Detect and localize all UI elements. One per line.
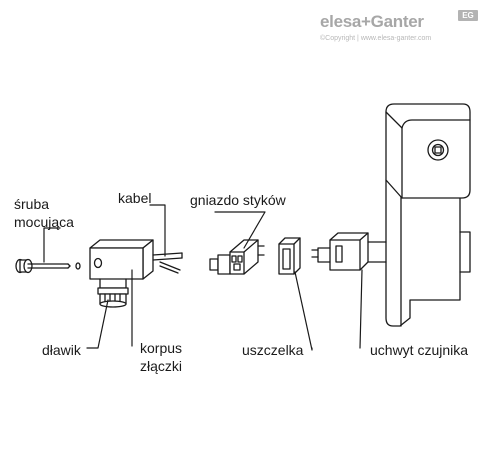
brand-name: elesa+Ganter (320, 12, 424, 31)
label-sruba-line1: śruba (14, 196, 50, 212)
brand-logo: elesa+Ganter EG ©Copyright | www.elesa-g… (320, 10, 480, 50)
label-uszczelka: uszczelka (242, 342, 304, 358)
leader-kabel (149, 204, 166, 257)
contact-socket (209, 239, 265, 275)
cable-gland (97, 278, 129, 308)
label-dlawik: dławik (42, 342, 81, 358)
label-korpus-line1: korpus (140, 340, 183, 356)
brand-badge: EG (458, 10, 478, 21)
leader-uchwyt (359, 269, 363, 349)
label-uchwyt: uchwyt czujnika (370, 342, 469, 358)
label-korpus-line2: złączki (140, 358, 183, 374)
leader-uszczelka (294, 271, 313, 351)
sensor-holder (311, 103, 471, 327)
brand-copyright: ©Copyright | www.elesa-ganter.com (320, 35, 432, 42)
leader-dlawik (86, 299, 109, 349)
leader-sruba (43, 227, 61, 263)
leader-gniazdo (214, 211, 266, 249)
seal-gasket (278, 237, 301, 275)
connector-body (89, 239, 183, 280)
leader-lines (43, 204, 363, 351)
label-sruba-line2: mocująca (14, 214, 74, 230)
screw-part (15, 258, 81, 274)
label-gniazdo: gniazdo styków (190, 192, 286, 208)
label-kabel: kabel (118, 190, 152, 206)
